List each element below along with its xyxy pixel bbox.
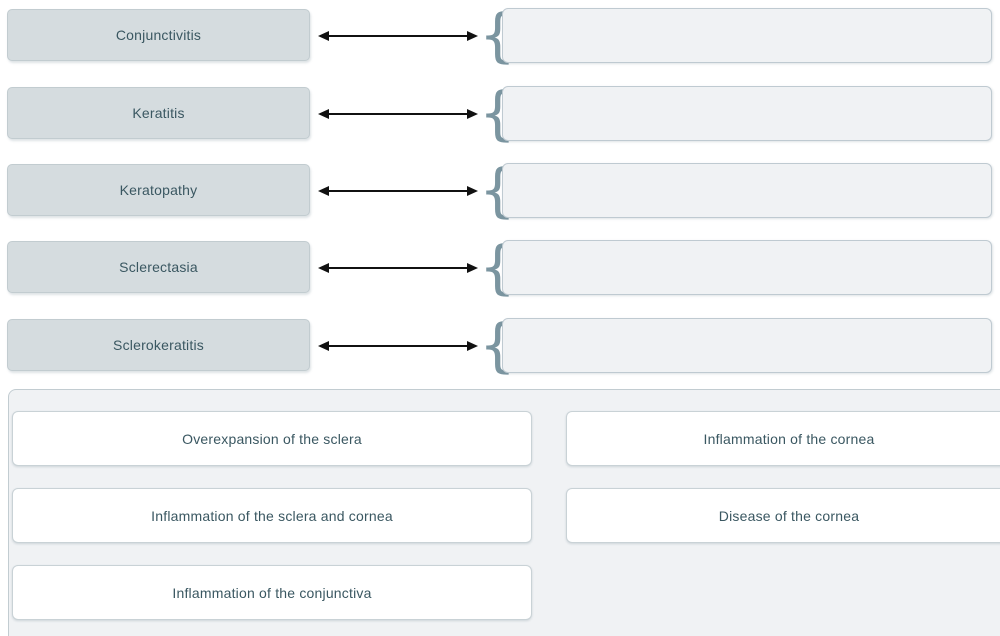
double-arrow-icon — [318, 263, 478, 273]
term-box-conjunctivitis: Conjunctivitis — [7, 9, 310, 61]
matching-row: Keratopathy { — [0, 161, 1000, 219]
drop-zone-conjunctivitis[interactable] — [502, 8, 992, 63]
drop-zone-sclerectasia[interactable] — [502, 240, 992, 295]
term-label: Keratopathy — [119, 182, 198, 198]
term-box-keratopathy: Keratopathy — [7, 164, 310, 216]
matching-row: Sclerectasia { — [0, 238, 1000, 296]
term-label: Conjunctivitis — [115, 27, 202, 43]
option-card-inflammation-of-the-conjunctiva[interactable]: Inflammation of the conjunctiva — [12, 565, 532, 620]
option-label: Inflammation of the conjunctiva — [172, 584, 372, 601]
double-arrow-icon — [318, 341, 478, 351]
term-box-sclerectasia: Sclerectasia — [7, 241, 310, 293]
drop-zone-sclerokeratitis[interactable] — [502, 318, 992, 373]
option-label: Inflammation of the cornea — [703, 430, 875, 447]
drop-zone-keratopathy[interactable] — [502, 163, 992, 218]
option-label: Inflammation of the sclera and cornea — [151, 507, 393, 524]
option-card-overexpansion-of-the-sclera[interactable]: Overexpansion of the sclera — [12, 411, 532, 466]
term-box-sclerokeratitis: Sclerokeratitis — [7, 319, 310, 371]
option-card-disease-of-the-cornea[interactable]: Disease of the cornea — [566, 488, 1000, 543]
matching-row: Keratitis { — [0, 84, 1000, 142]
term-box-keratitis: Keratitis — [7, 87, 310, 139]
term-label: Keratitis — [132, 105, 185, 121]
drop-zone-keratitis[interactable] — [502, 86, 992, 141]
option-label: Overexpansion of the sclera — [182, 430, 362, 447]
matching-row: Sclerokeratitis { — [0, 316, 1000, 374]
option-label: Disease of the cornea — [718, 507, 860, 524]
double-arrow-icon — [318, 31, 478, 41]
double-arrow-icon — [318, 186, 478, 196]
double-arrow-icon — [318, 109, 478, 119]
term-label: Sclerokeratitis — [113, 337, 204, 353]
matching-row: Conjunctivitis { — [0, 6, 1000, 64]
option-card-inflammation-of-the-cornea[interactable]: Inflammation of the cornea — [566, 411, 1000, 466]
option-card-inflammation-of-the-sclera-and-cornea[interactable]: Inflammation of the sclera and cornea — [12, 488, 532, 543]
term-label: Sclerectasia — [119, 259, 198, 275]
